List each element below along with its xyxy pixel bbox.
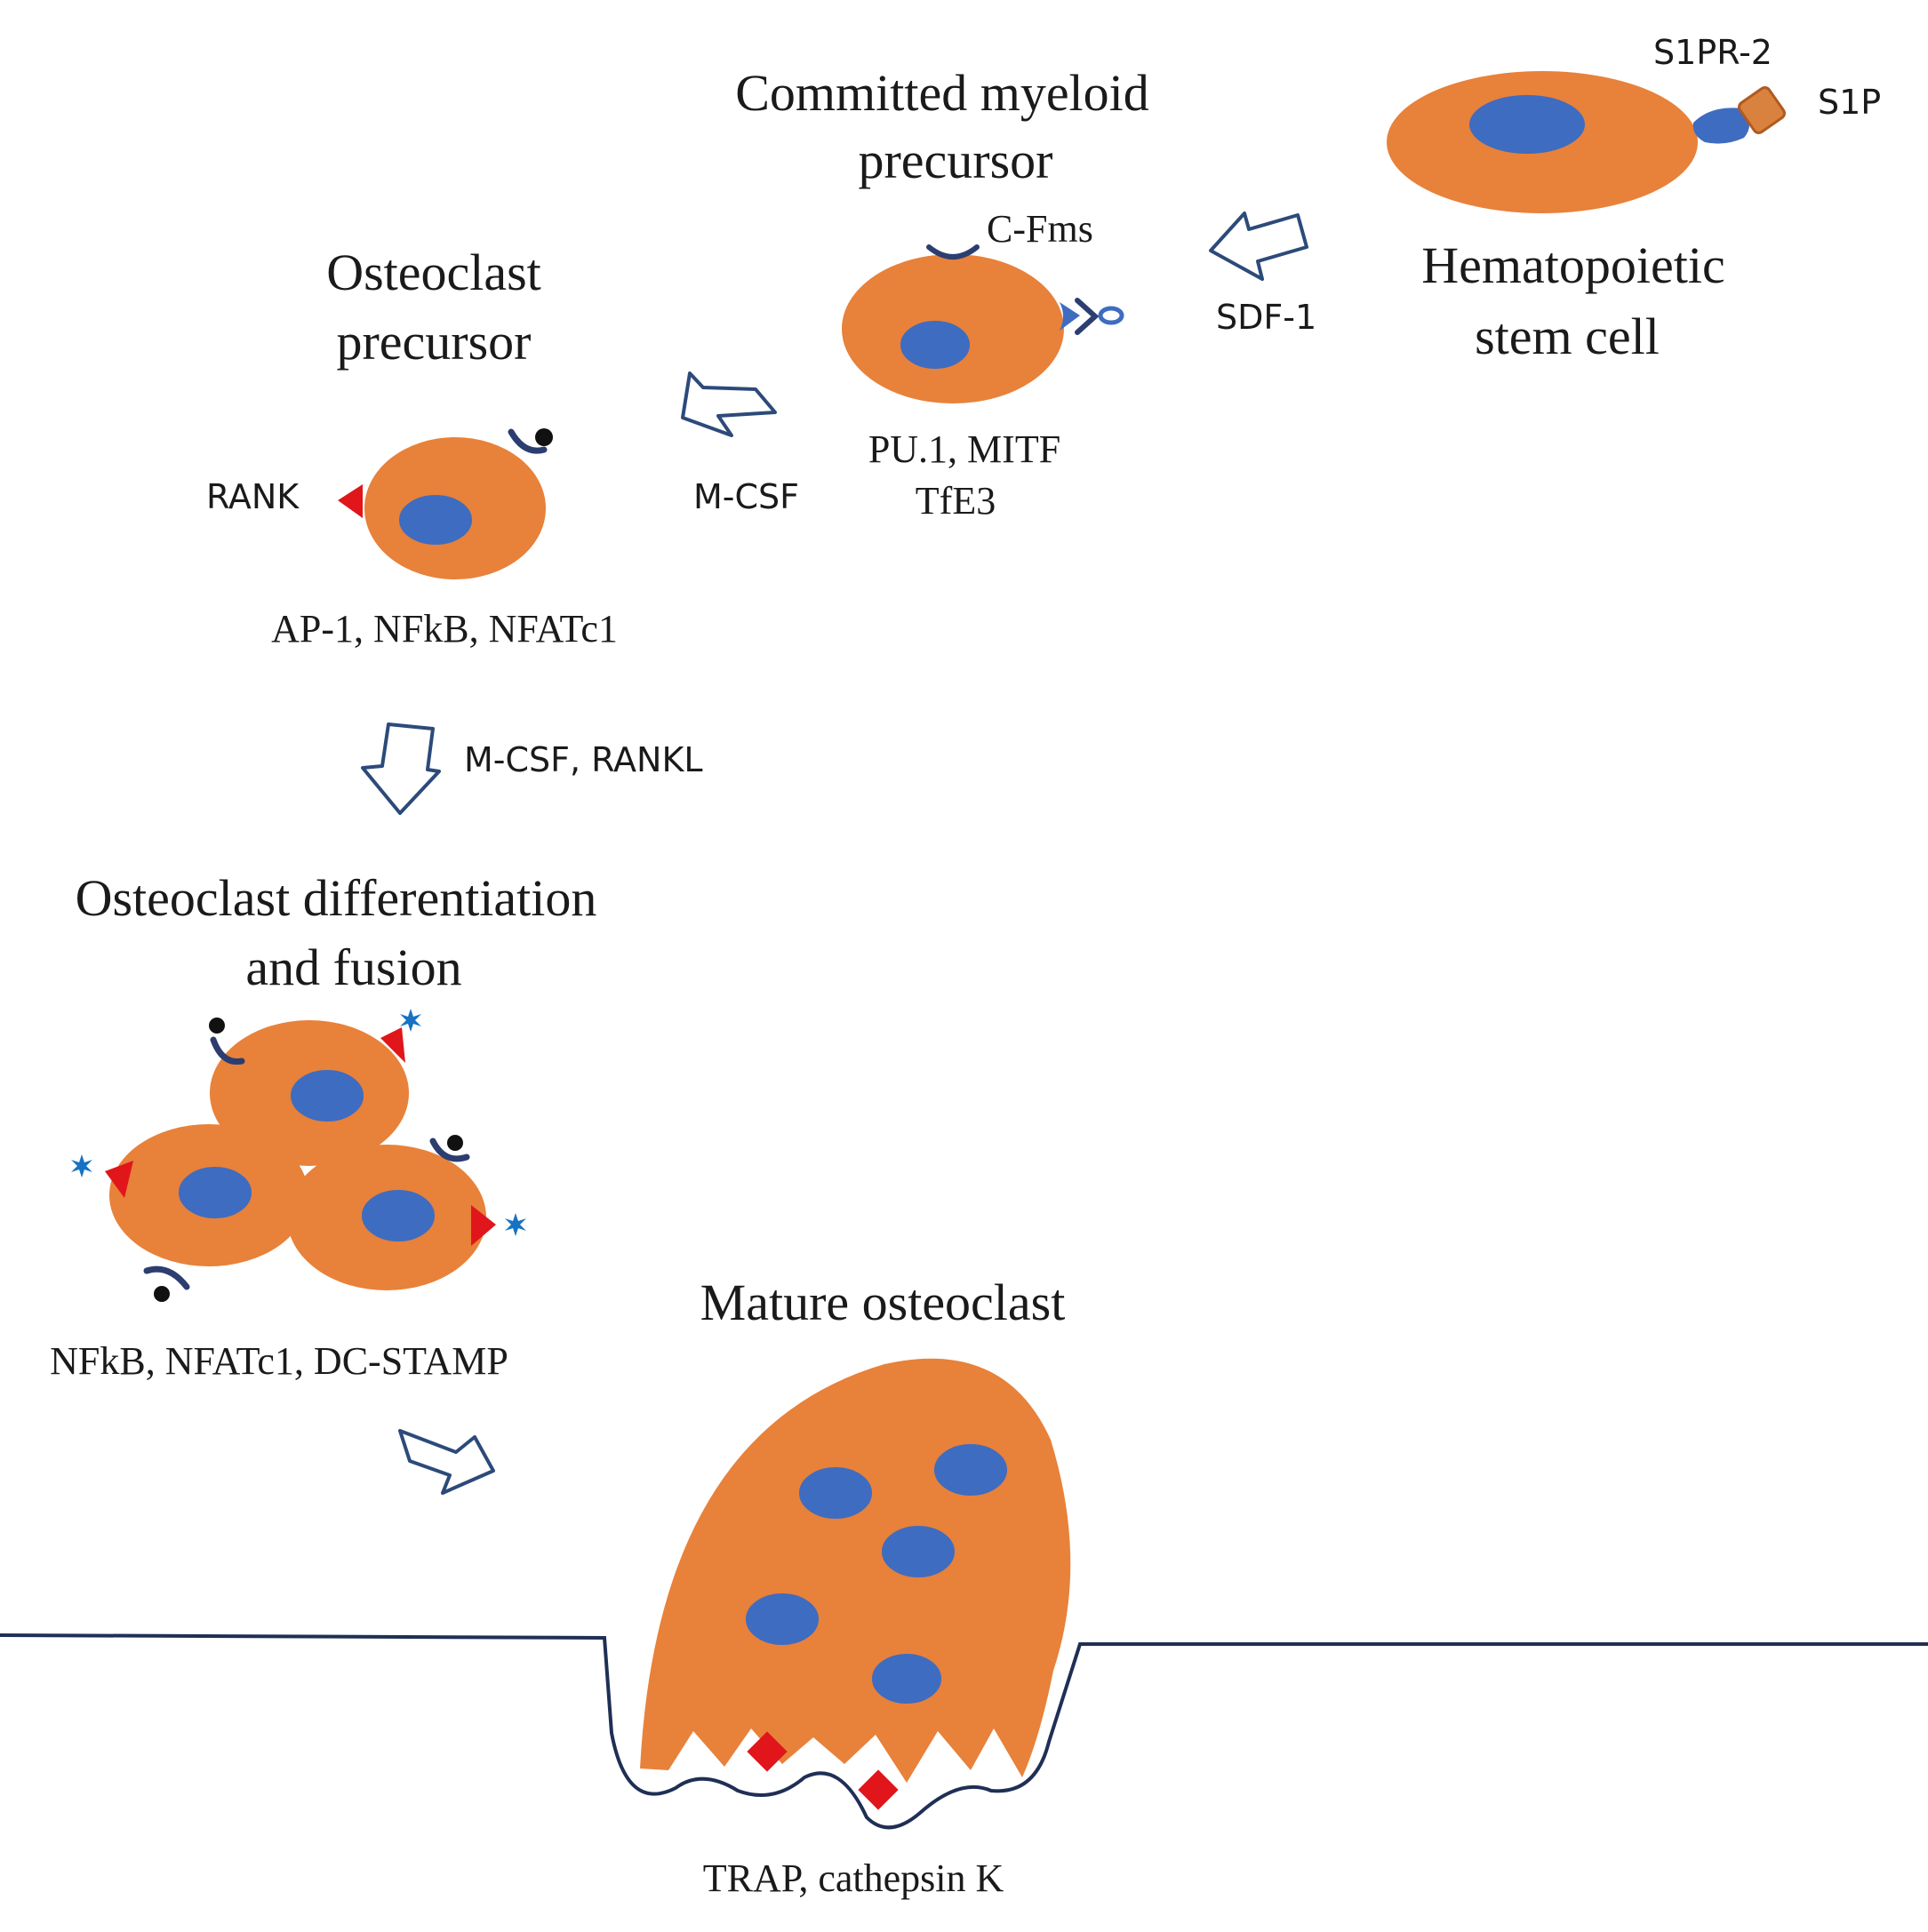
ligand-dot-icon [154,1286,170,1302]
nucleus-icon [744,1592,820,1647]
mcsf-label: M-CSF [693,477,799,516]
ocp-title-line1: Osteoclast [326,243,541,301]
receptor-icon [926,244,980,259]
fusion-group: Osteoclast differentiation and fusion NF… [50,869,596,1383]
bone-surface [0,1633,1928,1830]
mature-group: Mature osteoclast TRAP, cathepsin K [0,1273,1928,1900]
hsc-title-line1: Hematopoietic [1421,236,1724,294]
nucleus-icon [899,319,972,371]
ligand-dot-icon [209,1018,225,1034]
rank-label: RANK [206,477,300,516]
fusion-title-line2: and fusion [245,938,461,996]
nucleus-icon [932,1442,1009,1497]
nucleus-icon [360,1188,436,1243]
fusion-title-line1: Osteoclast differentiation [76,869,597,927]
star-ligand-icon [400,1009,421,1032]
nucleus-icon [880,1524,956,1579]
receptor-icon [508,428,548,454]
cmp-group: Committed myeloid precursor C-Fms PU.1, … [735,64,1149,523]
receptor-icon [143,1265,190,1290]
receptor-icon [1060,302,1080,331]
nucleus-icon [1468,93,1587,156]
receptor-icon [210,1036,245,1065]
cmp-tf-line1: PU.1, MITF [868,427,1060,471]
fusion-tf: NFkB, NFATc1, DC-STAMP [50,1339,508,1383]
arrow-mcsf: M-CSF [681,371,799,516]
rank-triangle-icon [471,1205,496,1246]
hsc-group: S1PR-2 S1P Hematopoietic stem cell [1387,33,1881,365]
rankl-label: M-CSF, RANKL [464,740,703,779]
nucleus-icon [797,1465,874,1521]
rank-triangle-icon [380,1027,405,1063]
star-ligand-icon [71,1154,92,1178]
s1p-label: S1P [1818,83,1881,122]
cfms-label: C-Fms [987,207,1093,251]
arrow-rankl: M-CSF, RANKL [361,723,703,815]
nucleus-icon [177,1165,253,1220]
ligand-icon [1098,306,1124,325]
star-ligand-icon [505,1213,526,1236]
enzyme-diamond-icon [747,1731,788,1772]
hollow-arrow-icon [361,723,441,815]
ocp-title-line2: precursor [336,313,531,371]
receptor-icon [1075,298,1100,335]
receptor-icon [1692,108,1750,144]
hollow-arrow-icon [681,371,777,437]
enzyme-diamond-icon [858,1769,899,1810]
mature-title: Mature osteoclast [700,1273,1066,1331]
nucleus-icon [289,1068,365,1123]
arrow-sdf1: SDF-1 [1209,212,1316,337]
nucleus-icon [397,493,474,547]
hollow-arrow-icon [398,1429,495,1495]
hollow-arrow-icon [1209,212,1308,281]
arrow-mature [398,1429,495,1495]
s1pr2-label: S1PR-2 [1653,33,1772,72]
cmp-title-line1: Committed myeloid [735,64,1149,122]
nucleus-icon [870,1652,943,1705]
cmp-title-line2: precursor [858,132,1052,189]
ocp-tf: AP-1, NFkB, NFATc1 [271,607,618,651]
ligand-dot-icon [535,428,553,446]
s1p-ligand-icon [1738,86,1786,134]
ligand-dot-icon [447,1135,463,1151]
ocp-group: Osteoclast precursor RANK AP-1, NFkB, NF… [206,243,618,651]
hsc-title-line2: stem cell [1475,307,1660,365]
rank-triangle-icon [338,484,363,518]
sdf1-label: SDF-1 [1216,298,1316,337]
cmp-tf-line2: TfE3 [916,479,996,523]
mature-osteoclast-cell [640,1358,1071,1783]
receptor-icon [429,1138,470,1162]
rank-triangle-icon [105,1161,133,1198]
mature-enzymes: TRAP, cathepsin K [703,1856,1004,1900]
